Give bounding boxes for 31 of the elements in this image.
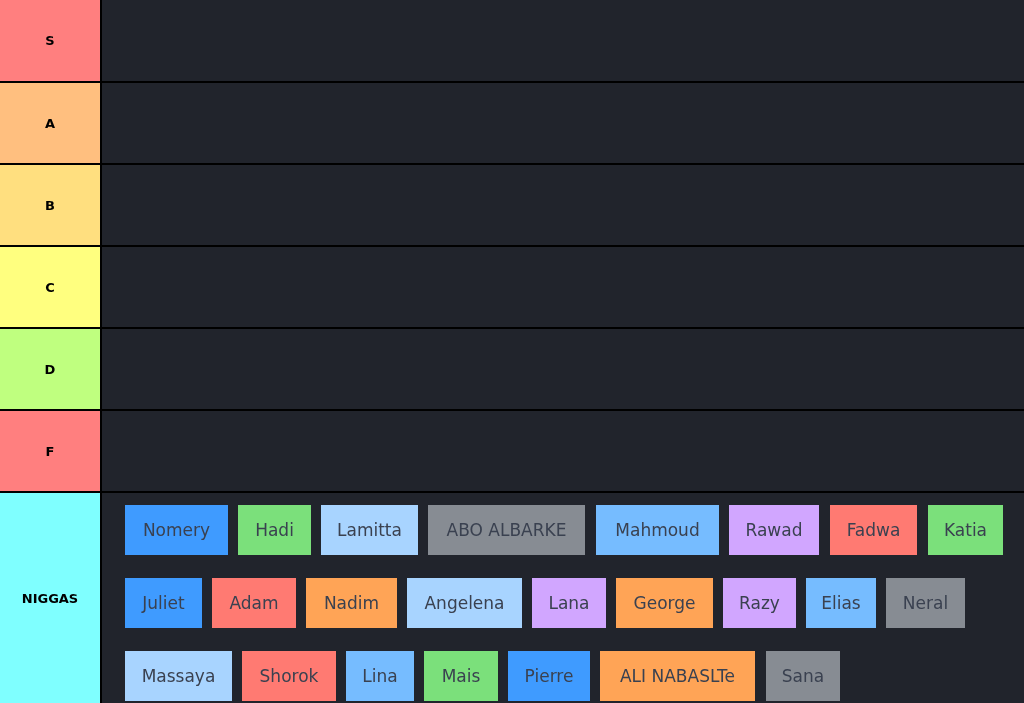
name-tile: Neral [886, 578, 965, 628]
name-tile: Lana [532, 578, 606, 628]
name-tile: Nadim [306, 578, 397, 628]
name-tile: Razy [723, 578, 796, 628]
name-tile: Shorok [242, 651, 336, 701]
tier-label: D [0, 329, 100, 409]
name-tile: Lina [346, 651, 414, 701]
tier-label: C [0, 247, 100, 327]
name-tile: Juliet [125, 578, 202, 628]
name-tile: Sana [766, 651, 840, 701]
name-tile: Nomery [125, 505, 228, 555]
name-tile: Rawad [729, 505, 819, 555]
tier-label: F [0, 411, 100, 491]
name-tile: Lamitta [321, 505, 418, 555]
name-tile: Elias [806, 578, 876, 628]
tier-label: A [0, 83, 100, 163]
name-tile: Pierre [508, 651, 590, 701]
tier-label: S [0, 0, 100, 81]
name-tile: Adam [212, 578, 296, 628]
name-tile: George [616, 578, 713, 628]
name-tile: Mais [424, 651, 498, 701]
name-tile: ABO ALBARKE [428, 505, 585, 555]
name-tile: Angelena [407, 578, 522, 628]
tier-label: B [0, 165, 100, 245]
name-tile: Mahmoud [596, 505, 719, 555]
name-tile: Katia [928, 505, 1003, 555]
name-tile: Hadi [238, 505, 311, 555]
tier-label: NIGGAS [0, 493, 100, 703]
name-tile: ALI NABASLTe [600, 651, 755, 701]
name-tile: Fadwa [830, 505, 917, 555]
name-tile: Massaya [125, 651, 232, 701]
